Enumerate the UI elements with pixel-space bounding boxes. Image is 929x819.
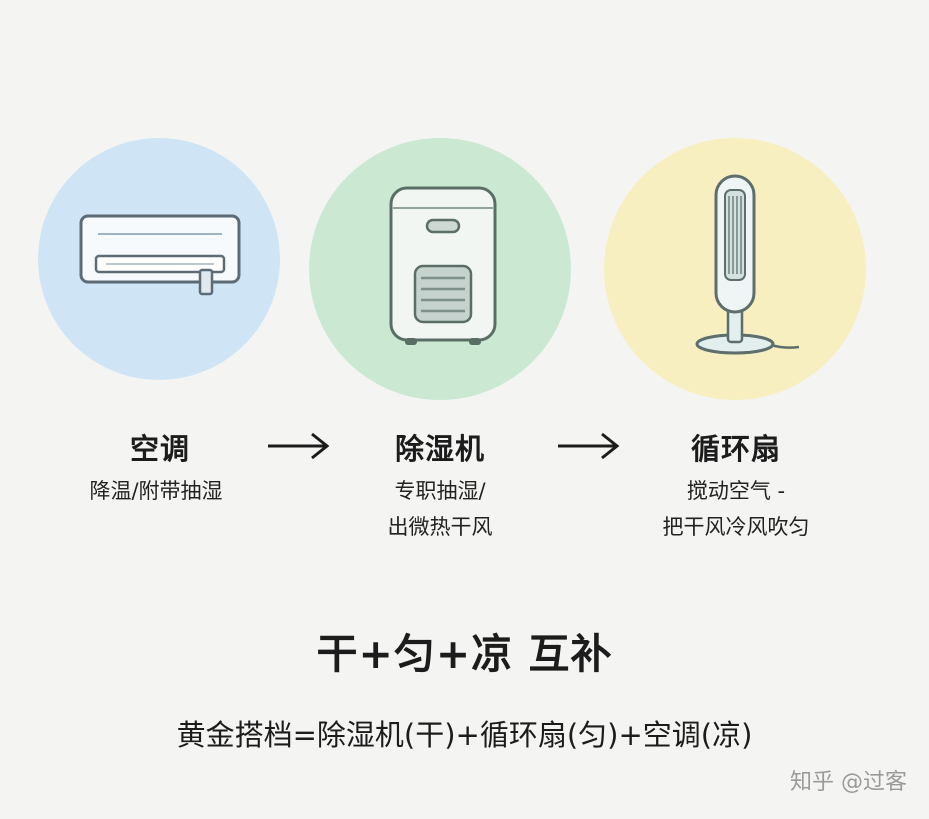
fan-desc-line-1: 搅动空气 -	[686, 479, 786, 503]
summary-text: 黄金搭档=除湿机(干)+循环扇(匀)+空调(凉)	[176, 718, 753, 752]
tower-fan-icon	[695, 174, 800, 355]
air-conditioner-icon	[79, 214, 241, 296]
arrow-right-icon-2	[558, 432, 620, 460]
watermark: 知乎 @过客	[790, 770, 907, 795]
dehumidifier-description: 专职抽湿/ 出微热干风	[310, 473, 570, 545]
fan-title: 循环扇	[690, 432, 781, 466]
ac-desc-line-1: 降温/附带抽湿	[89, 479, 223, 503]
dehumidifier-title: 除湿机	[394, 432, 485, 466]
dehumidifier-circle	[309, 138, 571, 400]
tower-fan-circle	[604, 138, 866, 400]
ac-title: 空调	[129, 432, 190, 466]
ac-description: 降温/附带抽湿	[26, 473, 286, 509]
fan-desc-line-2: 把干风冷风吹匀	[662, 515, 810, 539]
dehumidifier-desc-line-2: 出微热干风	[387, 515, 493, 539]
dehumidifier-icon	[389, 186, 497, 345]
arrow-right-icon	[268, 432, 330, 460]
dehumidifier-desc-line-1: 专职抽湿/	[394, 479, 486, 503]
fan-description: 搅动空气 - 把干风冷风吹匀	[606, 473, 866, 545]
slogan-heading: 干+匀+凉 互补	[316, 630, 613, 678]
air-conditioner-circle	[38, 138, 280, 380]
